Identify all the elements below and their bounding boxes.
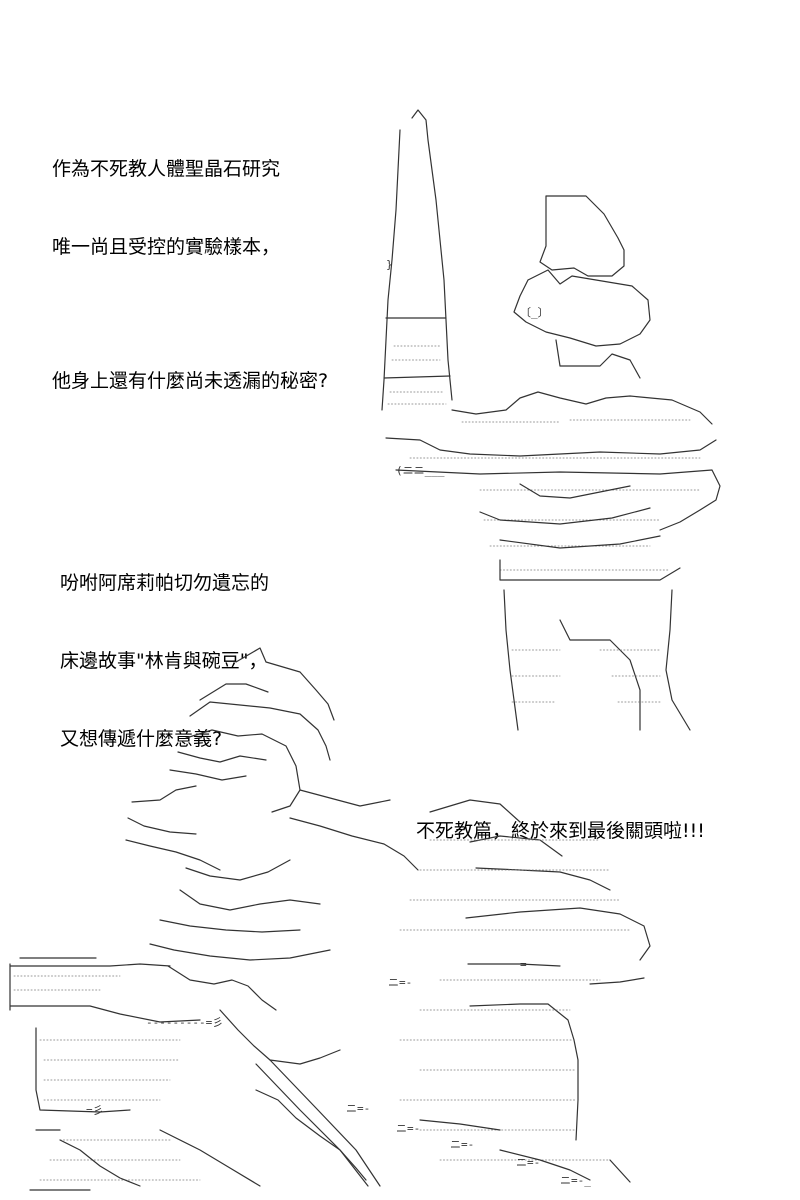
caption-story: 吩咐阿席莉帕切勿遺忘的 床邊故事"林肯與碗豆"， 又想傳遞什麼意義?: [60, 518, 269, 778]
accent-equals: (ニニ___: [396, 464, 445, 477]
accent-wave-5: ニ=-: [516, 1156, 540, 1169]
accent-dash: ---------=彡: [146, 1016, 223, 1029]
caption-story-line1: 吩咐阿席莉帕切勿遺忘的: [60, 572, 270, 594]
cloak-bottom: [59, 1119, 591, 1187]
caption-story-line3: 又想傳遞什麼意義?: [60, 728, 223, 750]
helmet: [539, 195, 625, 277]
accent-equals-2: =: [520, 958, 527, 971]
cloak-left: [9, 957, 201, 1191]
caption-intro-line1: 作為不死教人體聖晶石研究: [52, 158, 281, 180]
caption-question: 他身上還有什麼尚未透漏的秘密?: [52, 316, 328, 420]
cloak-left-dots: [13, 975, 201, 1181]
accent-glyph: 〔_〕: [520, 306, 549, 319]
leg-dots: [511, 649, 661, 703]
pillar-bands: [383, 317, 451, 379]
caption-finale: 不死教篇，終於來到最後關頭啦!!!: [416, 766, 705, 870]
accent-wave: ニ=-: [388, 976, 412, 989]
collar: [289, 789, 419, 871]
accent-wave-3: ニ=-: [396, 1122, 420, 1135]
legs: [503, 589, 691, 731]
ascii-accents: } 〔_〕 (ニニ___ ニ=- = ニ=- ニ=- ニ=- ニ=- ニ=-_ …: [86, 258, 591, 1187]
cloak-right: [429, 799, 651, 1183]
accent-wave-2: ニ=-: [346, 1102, 370, 1115]
accent-bracket: }: [386, 258, 393, 271]
pillar-dots: [387, 345, 447, 405]
accent-dash-2: =彡: [86, 1104, 104, 1117]
torso: [385, 437, 721, 531]
arm-dots: [461, 419, 691, 423]
hood: [189, 647, 335, 761]
caption-question-line1: 他身上還有什麼尚未透漏的秘密?: [52, 370, 329, 392]
arms: [167, 965, 367, 1181]
staff: [255, 1059, 381, 1187]
caption-intro: 作為不死教人體聖晶石研究 唯一尚且受控的實驗樣本，: [52, 104, 280, 286]
torso-lines: [479, 483, 681, 581]
chin: [555, 339, 641, 379]
cloak-right-dots: [399, 839, 631, 1161]
hair: [125, 785, 221, 871]
accent-wave-6: ニ=-_: [560, 1174, 591, 1187]
caption-story-line2: 床邊故事"林肯與碗豆"，: [60, 650, 268, 672]
face: [513, 269, 651, 347]
chest-dots: [409, 457, 701, 571]
caption-intro-line2: 唯一尚且受控的實驗樣本，: [52, 236, 281, 258]
accent-wave-4: ニ=-: [450, 1138, 474, 1151]
lower-figure: [9, 647, 651, 1191]
caption-finale-line1: 不死教篇，終於來到最後關頭啦!!!: [416, 820, 705, 842]
pillar-outline: [381, 109, 453, 411]
upper-figure: [381, 109, 721, 731]
face-lower: [169, 729, 301, 813]
body: [149, 859, 331, 961]
arm: [451, 391, 713, 425]
